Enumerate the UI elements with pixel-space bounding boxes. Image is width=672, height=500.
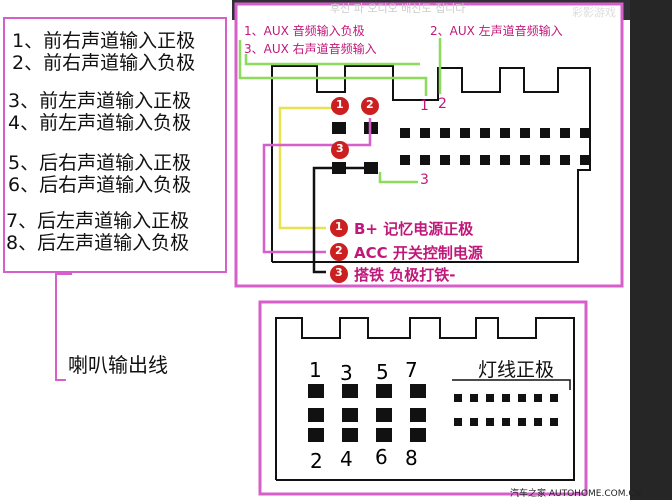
lower-pin-num-6: 6 xyxy=(375,445,388,469)
lower-pin-num-2: 2 xyxy=(310,449,323,473)
pin-marker-3-num: 3 xyxy=(336,142,344,155)
power-3-num: 3 xyxy=(335,266,343,279)
upper-pin-grid xyxy=(332,122,590,174)
lower-connector-outline xyxy=(275,317,575,481)
lower-speaker-pins xyxy=(308,384,426,442)
speaker-pin-7: 7、后左声道输入正极 xyxy=(6,210,190,232)
power-2-num: 2 xyxy=(335,244,343,257)
top-banner-text: 후선 파 오디오 배선도 접니다 xyxy=(330,2,466,15)
pin-marker-1-num: 1 xyxy=(336,98,344,111)
speaker-pin-4: 4、前左声道输入负极 xyxy=(8,112,192,134)
power-marker-2 xyxy=(330,243,348,261)
power-1-label: B+ 记忆电源正极 xyxy=(354,220,474,238)
top-watermark: 彩影游戏 xyxy=(572,6,616,19)
speaker-pin-1: 1、前右声道输入正极 xyxy=(12,30,196,52)
light-label-underline xyxy=(452,379,571,390)
lower-pin-num-1: 1 xyxy=(309,358,322,382)
light-positive-label: 灯线正极 xyxy=(478,359,555,381)
lower-pin-num-4: 4 xyxy=(340,447,353,471)
speaker-pin-2: 2、前右声道输入负极 xyxy=(12,52,196,74)
speaker-output-pointer xyxy=(55,273,72,381)
aux-header-line1: 1、AUX 音频输入负极 xyxy=(244,24,365,38)
upper-connector-outline xyxy=(271,65,591,263)
ground-black-wire xyxy=(312,166,370,274)
lower-pin-num-3: 3 xyxy=(340,361,353,385)
aux-header-line1b: 2、AUX 左声道音频输入 xyxy=(430,24,563,38)
power-2-label: ACC 开关控制电源 xyxy=(354,244,483,262)
power-3-label: 搭铁 负极打铁- xyxy=(354,266,456,284)
pin-marker-2 xyxy=(361,97,379,115)
aux-wire-label-3: 3 xyxy=(420,172,429,188)
speaker-pin-3: 3、前左声道输入正极 xyxy=(8,90,192,112)
speaker-pin-6: 6、后右声道输入负极 xyxy=(8,174,192,196)
power-marker-3 xyxy=(330,265,348,283)
pin-marker-1 xyxy=(331,97,349,115)
speaker-pin-8: 8、后左声道输入负极 xyxy=(6,232,190,254)
pin-marker-3 xyxy=(331,141,349,159)
power-marker-1 xyxy=(330,219,348,237)
power-1-num: 1 xyxy=(335,220,343,233)
aux-wire-label-2: 2 xyxy=(438,96,447,112)
bottom-watermark: 汽车之家 AUTOHOME.COM.CN xyxy=(510,489,642,499)
speaker-output-label: 喇叭输出线 xyxy=(68,353,168,377)
aux-wire-label-1: 1 xyxy=(420,98,429,114)
lower-pin-num-8: 8 xyxy=(405,446,418,470)
right-edge-bg xyxy=(630,0,672,500)
acc-pink-wire xyxy=(262,118,372,254)
lower-pin-num-5: 5 xyxy=(376,360,389,384)
aux-green-wires xyxy=(238,38,442,184)
pin-marker-2-num: 2 xyxy=(366,98,374,111)
speaker-pin-5: 5、后右声道输入正极 xyxy=(8,152,192,174)
upper-connector-panel xyxy=(234,2,624,288)
b-plus-yellow-wire xyxy=(278,106,340,230)
lower-pin-num-7: 7 xyxy=(405,358,418,382)
aux-header-line2: 3、AUX 右声道音频输入 xyxy=(244,42,377,56)
lower-light-pins xyxy=(454,394,558,426)
speaker-pin-frame xyxy=(3,17,227,273)
